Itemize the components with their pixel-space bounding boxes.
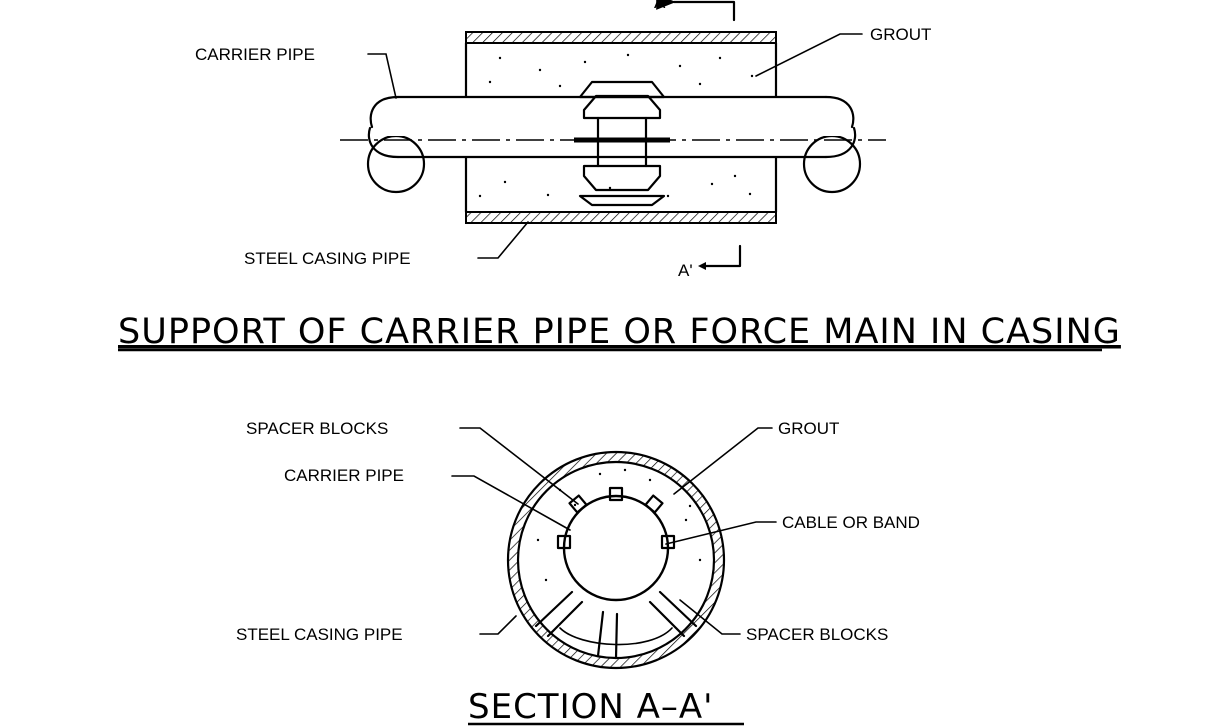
label-spacer-blocks-bottom: SPACER BLOCKS (746, 625, 888, 644)
leader-grout (755, 33, 863, 77)
carrier-pipe-right-break (824, 95, 857, 159)
elevation-view: A A' CARRIER PIPE GROUT STEEL CASING PIP… (118, 0, 1121, 352)
spacer-blocks-elevation (574, 80, 670, 207)
section-grout-speckle (536, 468, 702, 582)
leader-carrier-pipe-section (451, 475, 571, 531)
grout-speckle (478, 53, 754, 198)
leader-steel-casing-pipe (477, 221, 529, 259)
section-view: SPACER BLOCKS CARRIER PIPE GROUT CABLE O… (236, 419, 920, 727)
label-steel-casing-pipe-section: STEEL CASING PIPE (236, 625, 403, 644)
label-steel-casing-pipe: STEEL CASING PIPE (244, 249, 411, 268)
leader-carrier-pipe (367, 53, 397, 99)
spacer-blocks-section (556, 486, 676, 550)
section-mark-top: A (654, 0, 736, 22)
leader-spacer-blocks-bottom (679, 599, 741, 635)
label-carrier-pipe: CARRIER PIPE (195, 45, 315, 64)
leader-cable-or-band (665, 521, 777, 545)
grout-fill (466, 42, 776, 210)
svg-text:A: A (654, 0, 666, 12)
leader-spacer-blocks-top (459, 427, 579, 505)
casing-wall-top (465, 31, 777, 44)
carrier-pipe-right-end (802, 134, 862, 194)
label-grout: GROUT (870, 25, 931, 44)
leader-steel-casing-pipe-section (479, 615, 517, 635)
section-title: SECTION A–A' (468, 687, 713, 727)
section-mark-bottom: A' (678, 244, 742, 280)
carrier-pipe-left-end (366, 134, 426, 194)
spacer-struts (534, 590, 698, 660)
label-carrier-pipe-section: CARRIER PIPE (284, 466, 404, 485)
label-cable-or-band: CABLE OR BAND (782, 513, 920, 532)
label-grout-section: GROUT (778, 419, 839, 438)
svg-text:A': A' (678, 261, 693, 280)
elevation-title: SUPPORT OF CARRIER PIPE OR FORCE MAIN IN… (118, 312, 1121, 352)
label-spacer-blocks-top: SPACER BLOCKS (246, 419, 388, 438)
casing-wall-bottom (465, 211, 777, 224)
leader-grout-section (673, 427, 773, 495)
